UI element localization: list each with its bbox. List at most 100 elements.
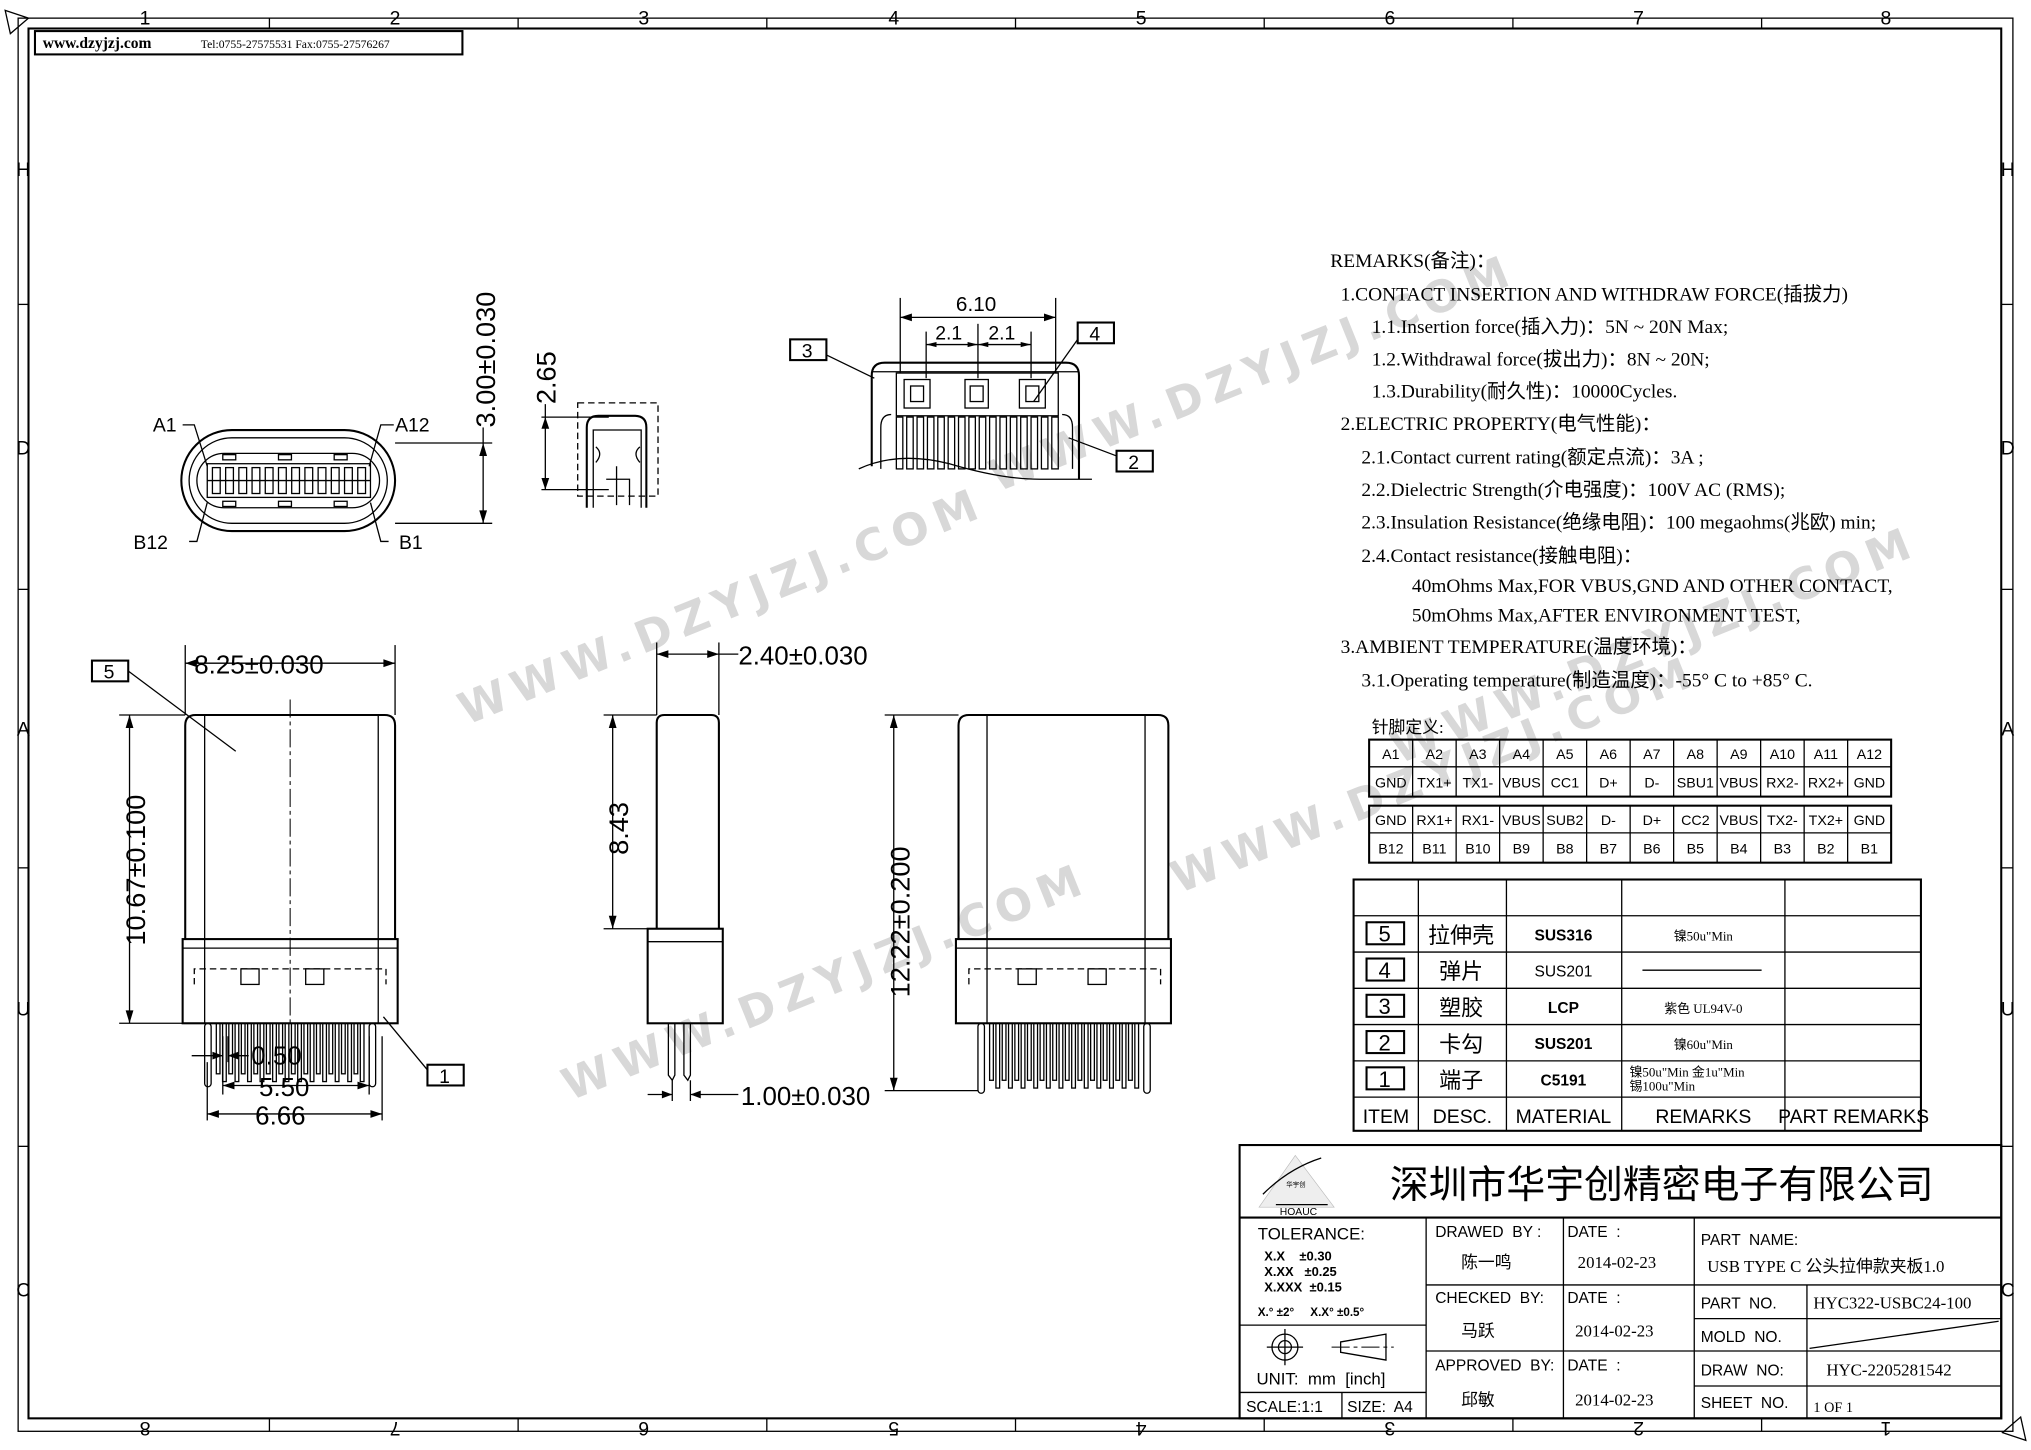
pin: [1014, 1022, 1020, 1081]
latch: [880, 413, 1074, 469]
side-view: 2.40±0.030 8.43 1.00±0.030: [603, 642, 870, 1111]
pin: [1102, 1022, 1108, 1081]
pin-cell: VBUS: [1502, 776, 1541, 792]
bom-material: SUS201: [1534, 964, 1592, 981]
dim-pitch-left: 2.1: [935, 322, 962, 344]
pin: [1077, 1022, 1083, 1081]
contact: [238, 466, 248, 495]
date-approved: 2014-02-23: [1575, 1390, 1654, 1409]
balloon-2: 2: [1128, 452, 1139, 474]
scale-label: SCALE:1:1: [1246, 1399, 1323, 1416]
latch-leg: [1143, 1022, 1151, 1094]
website-header: www.dzyjzj.com Tel:0755-27575531 Fax:075…: [33, 30, 464, 56]
item-balloon: [1365, 1066, 1406, 1091]
pin: [228, 1022, 234, 1075]
pin: [259, 1022, 265, 1083]
pin-cell: RX2+: [1808, 776, 1844, 792]
pin: [240, 1022, 246, 1075]
pin-cell: B11: [1422, 842, 1446, 858]
bom-item: 2: [1379, 1030, 1391, 1055]
part-no: HYC322-USBC24-100: [1813, 1293, 1971, 1312]
bom-material: SUS201: [1534, 1036, 1592, 1053]
contact: [1030, 416, 1039, 470]
pin: [284, 1022, 290, 1083]
part-no-label: PART NO.: [1701, 1295, 1777, 1312]
pin-cell: TX2-: [1767, 813, 1798, 829]
contact: [1020, 416, 1028, 470]
date-label: DATE :: [1567, 1224, 1620, 1241]
bom-header: MATERIAL: [1516, 1106, 1612, 1128]
draw-no-label: DRAW NO:: [1701, 1363, 1784, 1380]
ruler-number: 8: [140, 1417, 151, 1439]
pin: [1108, 1022, 1114, 1089]
company-logo: HOAUC 华宇创: [1258, 1154, 1335, 1218]
contact: [317, 466, 327, 495]
ruler-letter: D: [2001, 438, 2015, 460]
ruler-number: 4: [1136, 1417, 1147, 1439]
website-text: www.dzyjzj.com: [43, 35, 152, 52]
pin-cell: B8: [1556, 842, 1573, 858]
drawed-by-label: DRAWED BY :: [1435, 1224, 1541, 1241]
bom-header: ITEM: [1363, 1106, 1409, 1128]
latch-leg: [977, 1022, 986, 1094]
pin: [347, 1022, 353, 1083]
ruler-letter: C: [2001, 1280, 2015, 1302]
pin: [1121, 1022, 1127, 1089]
tolerance-1: X.X ±0.30: [1264, 1248, 1332, 1263]
contact: [251, 466, 261, 495]
pin-label-b12: B12: [133, 532, 168, 554]
pin: [297, 1022, 303, 1083]
contact: [937, 416, 945, 470]
contact: [291, 466, 301, 495]
bom-material: SUS316: [1534, 927, 1592, 944]
item-balloon: [1365, 957, 1406, 982]
bom-desc: 拉伸壳: [1428, 923, 1494, 948]
pin: [359, 1022, 365, 1083]
date-label: DATE :: [1567, 1290, 1620, 1307]
contact: [895, 416, 904, 470]
remark-line: 1.2.Withdrawal force(拔出力)：8N ~ 20N;: [1372, 348, 1710, 370]
pin-cell: TX1+: [1417, 776, 1451, 792]
remark-line: 40mOhms Max,FOR VBUS,GND AND OTHER CONTA…: [1412, 576, 1893, 597]
dim-1-00: 1.00±0.030: [741, 1083, 870, 1111]
pin-label-a1: A1: [153, 414, 177, 436]
pin: [1026, 1022, 1032, 1081]
pin-cell: B12: [1378, 842, 1403, 858]
bom-material: LCP: [1548, 1000, 1579, 1017]
pin-cell: D+: [1599, 776, 1618, 792]
remark-line: 1.1.Insertion force(插入力)：5N ~ 20N Max;: [1372, 316, 1729, 338]
pin-cell: A2: [1426, 747, 1443, 763]
pin-cell: TX2+: [1809, 813, 1843, 829]
pin: [315, 1022, 321, 1075]
remark-line: 3.AMBIENT TEMPERATURE(温度环境)：: [1341, 636, 1697, 658]
remark-line: 50mOhms Max,AFTER ENVIRONMENT TEST,: [1412, 606, 1801, 627]
ruler-letter: U: [16, 999, 30, 1021]
pin-cell: D-: [1601, 813, 1616, 829]
pin: [1115, 1022, 1121, 1081]
dim-2-40: 2.40±0.030: [738, 642, 867, 670]
pin-cell: GND: [1375, 813, 1407, 829]
ruler-number: 8: [1881, 8, 1892, 30]
contact: [357, 466, 367, 495]
contact: [957, 416, 966, 470]
pin: [278, 1022, 284, 1075]
date-drawed: 2014-02-23: [1578, 1253, 1657, 1272]
pin-cell: SBU1: [1677, 776, 1714, 792]
pin: [1134, 1022, 1140, 1089]
pin-cell: B1: [1861, 842, 1878, 858]
pin-cell: B9: [1513, 842, 1530, 858]
part-name-label: PART NAME:: [1701, 1232, 1799, 1249]
unit-label: UNIT: mm [inch]: [1256, 1370, 1385, 1389]
balloon-1: 1: [439, 1066, 450, 1088]
item-balloon: [1365, 1030, 1406, 1055]
sheet-no-label: SHEET NO.: [1701, 1395, 1789, 1412]
bom-header: REMARKS: [1655, 1106, 1751, 1128]
dim-6-10: 6.10: [956, 293, 996, 316]
dim-8-25: 8.25±0.030: [194, 652, 323, 680]
dim-6-66: 6.66: [255, 1102, 305, 1130]
ruler-letter: A: [17, 719, 30, 741]
dim-10-67: 10.67±0.100: [120, 795, 151, 946]
pin-label-a12: A12: [395, 414, 430, 436]
remarks-section: REMARKS(备注)：1.CONTACT INSERTION AND WITH…: [1330, 250, 1892, 692]
